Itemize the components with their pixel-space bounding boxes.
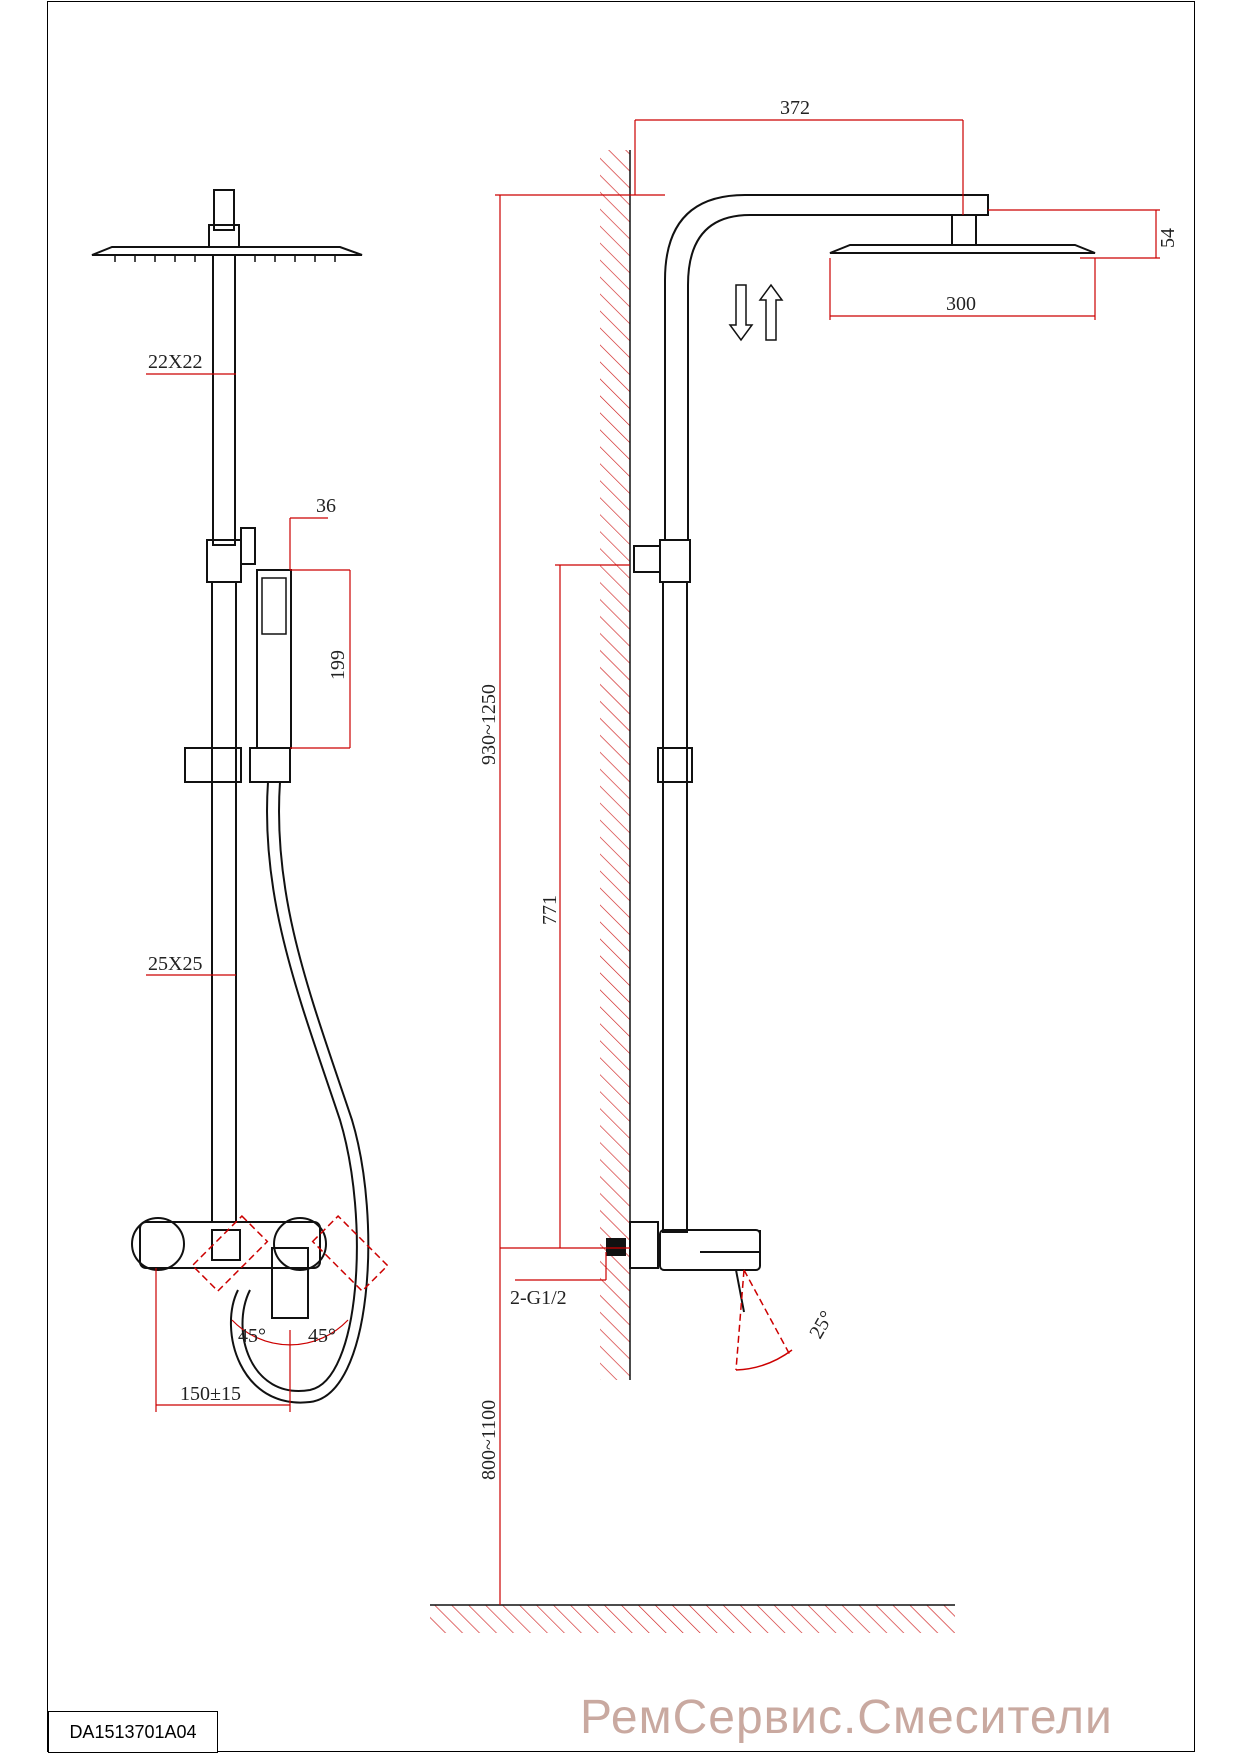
side-view — [629, 194, 1096, 1313]
side-mixer-body — [659, 1229, 761, 1271]
drawing-frame — [47, 1, 1195, 1752]
side-main-pipe — [662, 581, 688, 1233]
dim-mount-height: 800~1100 — [478, 1400, 500, 1480]
dim-arm-reach: 372 — [780, 97, 810, 119]
side-dimensions — [495, 119, 1160, 1605]
diverter-block — [206, 539, 242, 583]
dim-showerhead-height: 54 — [1157, 228, 1179, 248]
head-connector — [951, 214, 977, 246]
hose — [241, 781, 358, 1392]
dim-total-height: 930~1250 — [478, 684, 500, 765]
holder-cradle — [249, 747, 291, 783]
side-spout — [700, 1230, 761, 1253]
handle-rotation — [191, 1214, 389, 1293]
dim-outlet-spacing: 150±15 — [180, 1383, 241, 1405]
inlet-connector — [606, 1238, 626, 1256]
mixer-outlet — [211, 1229, 241, 1261]
dim-holder-height: 771 — [539, 895, 561, 925]
lever-sweep — [735, 1269, 793, 1371]
dim-connection: 2-G1/2 — [510, 1287, 567, 1309]
dim-handshower-length: 199 — [327, 650, 349, 680]
watermark: РемСервис.Смесители — [580, 1691, 1113, 1744]
arrow-down-icon — [728, 284, 754, 342]
diverter-knob — [240, 527, 256, 565]
side-diverter — [659, 539, 691, 583]
mixer-end-left — [131, 1217, 185, 1271]
floor-hatch — [430, 1605, 955, 1633]
upper-pipe — [212, 254, 236, 546]
side-lever — [735, 1269, 745, 1313]
dim-main-pipe: 25X25 — [148, 953, 202, 975]
side-wall-bracket — [633, 545, 661, 573]
adjust-arrows — [728, 283, 784, 342]
side-escutcheon — [629, 1221, 659, 1269]
dim-overhead-pipe: 22X22 — [148, 351, 202, 373]
main-pipe — [211, 581, 237, 1223]
top-connector — [213, 189, 235, 231]
side-showerhead-plate — [829, 244, 1096, 254]
front-dimensions — [146, 373, 351, 1412]
arrow-up-icon — [758, 283, 784, 341]
dim-showerhead-width: 300 — [946, 293, 976, 315]
mixer-end-right — [273, 1217, 327, 1271]
overhead-arm — [664, 194, 989, 540]
showerhead-nozzles — [114, 255, 336, 262]
hose-outer — [230, 781, 370, 1404]
wall-hatch — [600, 150, 630, 1380]
dim-handle-angle-right: 45° — [308, 1325, 336, 1347]
dim-spout-angle: 25° — [805, 1307, 838, 1342]
slider-holder — [184, 747, 242, 783]
mixer-body — [139, 1221, 321, 1269]
mixer-handle — [271, 1247, 309, 1319]
showerhead-plate — [91, 246, 363, 256]
dim-handle-angle-left: 45° — [238, 1325, 266, 1347]
side-slider — [657, 747, 693, 783]
front-view — [91, 189, 370, 1404]
hand-shower-face — [261, 577, 287, 635]
drawing-code: DA1513701A04 — [48, 1711, 218, 1753]
dim-handshower-width: 36 — [316, 495, 336, 517]
